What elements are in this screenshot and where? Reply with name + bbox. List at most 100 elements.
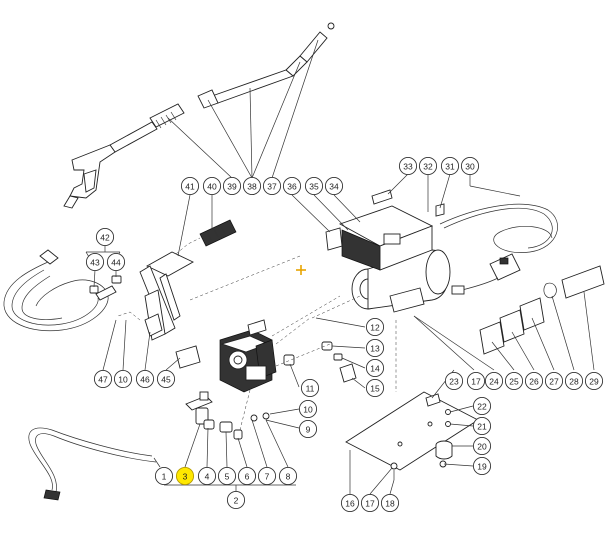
callout-40: 40 — [202, 176, 222, 196]
callout-16: 16 — [340, 493, 360, 513]
callout-number: 14 — [370, 364, 380, 374]
callout-bubble — [180, 176, 200, 196]
power-cord-gfci — [439, 203, 558, 295]
callout-bubble — [217, 466, 237, 486]
callout-bubble — [226, 490, 246, 510]
callout-bubble — [257, 466, 277, 486]
callout-bubble — [324, 176, 344, 196]
callout-bubble — [197, 466, 217, 486]
hose-fitting-43 — [89, 285, 99, 294]
callout-19: 19 — [472, 456, 492, 476]
callout-number: 37 — [267, 182, 277, 192]
callout-bubble — [584, 371, 604, 391]
callout-10: 10 — [298, 399, 318, 419]
crosshair-plus-icon — [296, 265, 306, 275]
callout-bubble — [300, 378, 320, 398]
callout-bubble — [298, 419, 318, 439]
callout-15: 15 — [365, 378, 385, 398]
callout-bubble — [298, 399, 318, 419]
callout-bubble — [222, 176, 242, 196]
callout-bubble — [237, 466, 257, 486]
callout-number: 40 — [207, 182, 217, 192]
callout-42: 42 — [95, 227, 115, 247]
callout-bubble — [418, 156, 438, 176]
callout-bubble — [466, 371, 486, 391]
callout-bubble — [93, 369, 113, 389]
callout-17: 17 — [466, 371, 486, 391]
callout-12: 12 — [365, 317, 385, 337]
callout-29: 29 — [584, 371, 604, 391]
callout-number: 20 — [477, 442, 487, 452]
callout-39: 39 — [222, 176, 242, 196]
callout-number: 3 — [183, 472, 188, 482]
callout-number: 42 — [100, 233, 110, 243]
callout-10: 10 — [113, 369, 133, 389]
callout-number: 22 — [477, 402, 487, 412]
callout-bubble — [175, 466, 195, 486]
callout-bubble — [135, 369, 155, 389]
lance-grip — [155, 111, 177, 129]
callout-33: 33 — [398, 156, 418, 176]
callout-7: 7 — [257, 466, 277, 486]
callout-bubble — [106, 252, 126, 272]
label-45 — [175, 345, 201, 369]
callout-23: 23 — [444, 371, 464, 391]
callout-2: 2 — [226, 490, 246, 510]
callout-14: 14 — [365, 358, 385, 378]
callout-number: 44 — [111, 258, 121, 268]
callout-25: 25 — [504, 371, 524, 391]
callout-34: 34 — [324, 176, 344, 196]
callout-number: 47 — [98, 375, 108, 385]
callout-38: 38 — [242, 176, 262, 196]
switch-box — [338, 205, 434, 271]
callout-number: 43 — [90, 258, 100, 268]
callout-47: 47 — [93, 369, 113, 389]
callout-bubble — [524, 371, 544, 391]
callout-bubble — [304, 176, 324, 196]
callout-bubble — [278, 466, 298, 486]
callout-bubble — [398, 156, 418, 176]
callout-45: 45 — [156, 369, 176, 389]
high-pressure-hose — [3, 249, 117, 332]
callout-bubble — [95, 227, 115, 247]
callout-9: 9 — [298, 419, 318, 439]
callout-bubble — [282, 176, 302, 196]
callout-3: 3 — [175, 466, 195, 486]
callout-26: 26 — [524, 371, 544, 391]
handle-grip-40 — [199, 219, 237, 247]
callout-8: 8 — [278, 466, 298, 486]
callout-37: 37 — [262, 176, 282, 196]
callout-bubble — [365, 358, 385, 378]
callout-11: 11 — [300, 378, 320, 398]
callout-46: 46 — [135, 369, 155, 389]
callout-bubble — [360, 493, 380, 513]
callout-number: 36 — [287, 182, 297, 192]
callout-bubble — [484, 371, 504, 391]
callout-4: 4 — [197, 466, 217, 486]
callout-number: 39 — [227, 182, 237, 192]
callout-41: 41 — [180, 176, 200, 196]
callout-number: 30 — [465, 162, 475, 172]
callout-number: 17 — [471, 377, 481, 387]
callout-bubble — [444, 371, 464, 391]
labels-25-29 — [479, 265, 605, 355]
base-plate — [345, 391, 479, 471]
callout-32: 32 — [418, 156, 438, 176]
callout-44: 44 — [106, 252, 126, 272]
callout-bubble — [113, 369, 133, 389]
callout-number: 6 — [245, 472, 250, 482]
callout-1: 1 — [154, 466, 174, 486]
unloader-valve-3 — [185, 391, 213, 425]
callout-number: 9 — [306, 425, 311, 435]
callout-bubble — [365, 317, 385, 337]
callout-bubble — [156, 369, 176, 389]
callout-24: 24 — [484, 371, 504, 391]
spray-lance — [109, 22, 335, 153]
callout-bubble — [472, 456, 492, 476]
callout-31: 31 — [440, 156, 460, 176]
callout-number: 1 — [162, 472, 167, 482]
callout-number: 5 — [225, 472, 230, 482]
feet-20 — [435, 440, 453, 468]
callout-35: 35 — [304, 176, 324, 196]
